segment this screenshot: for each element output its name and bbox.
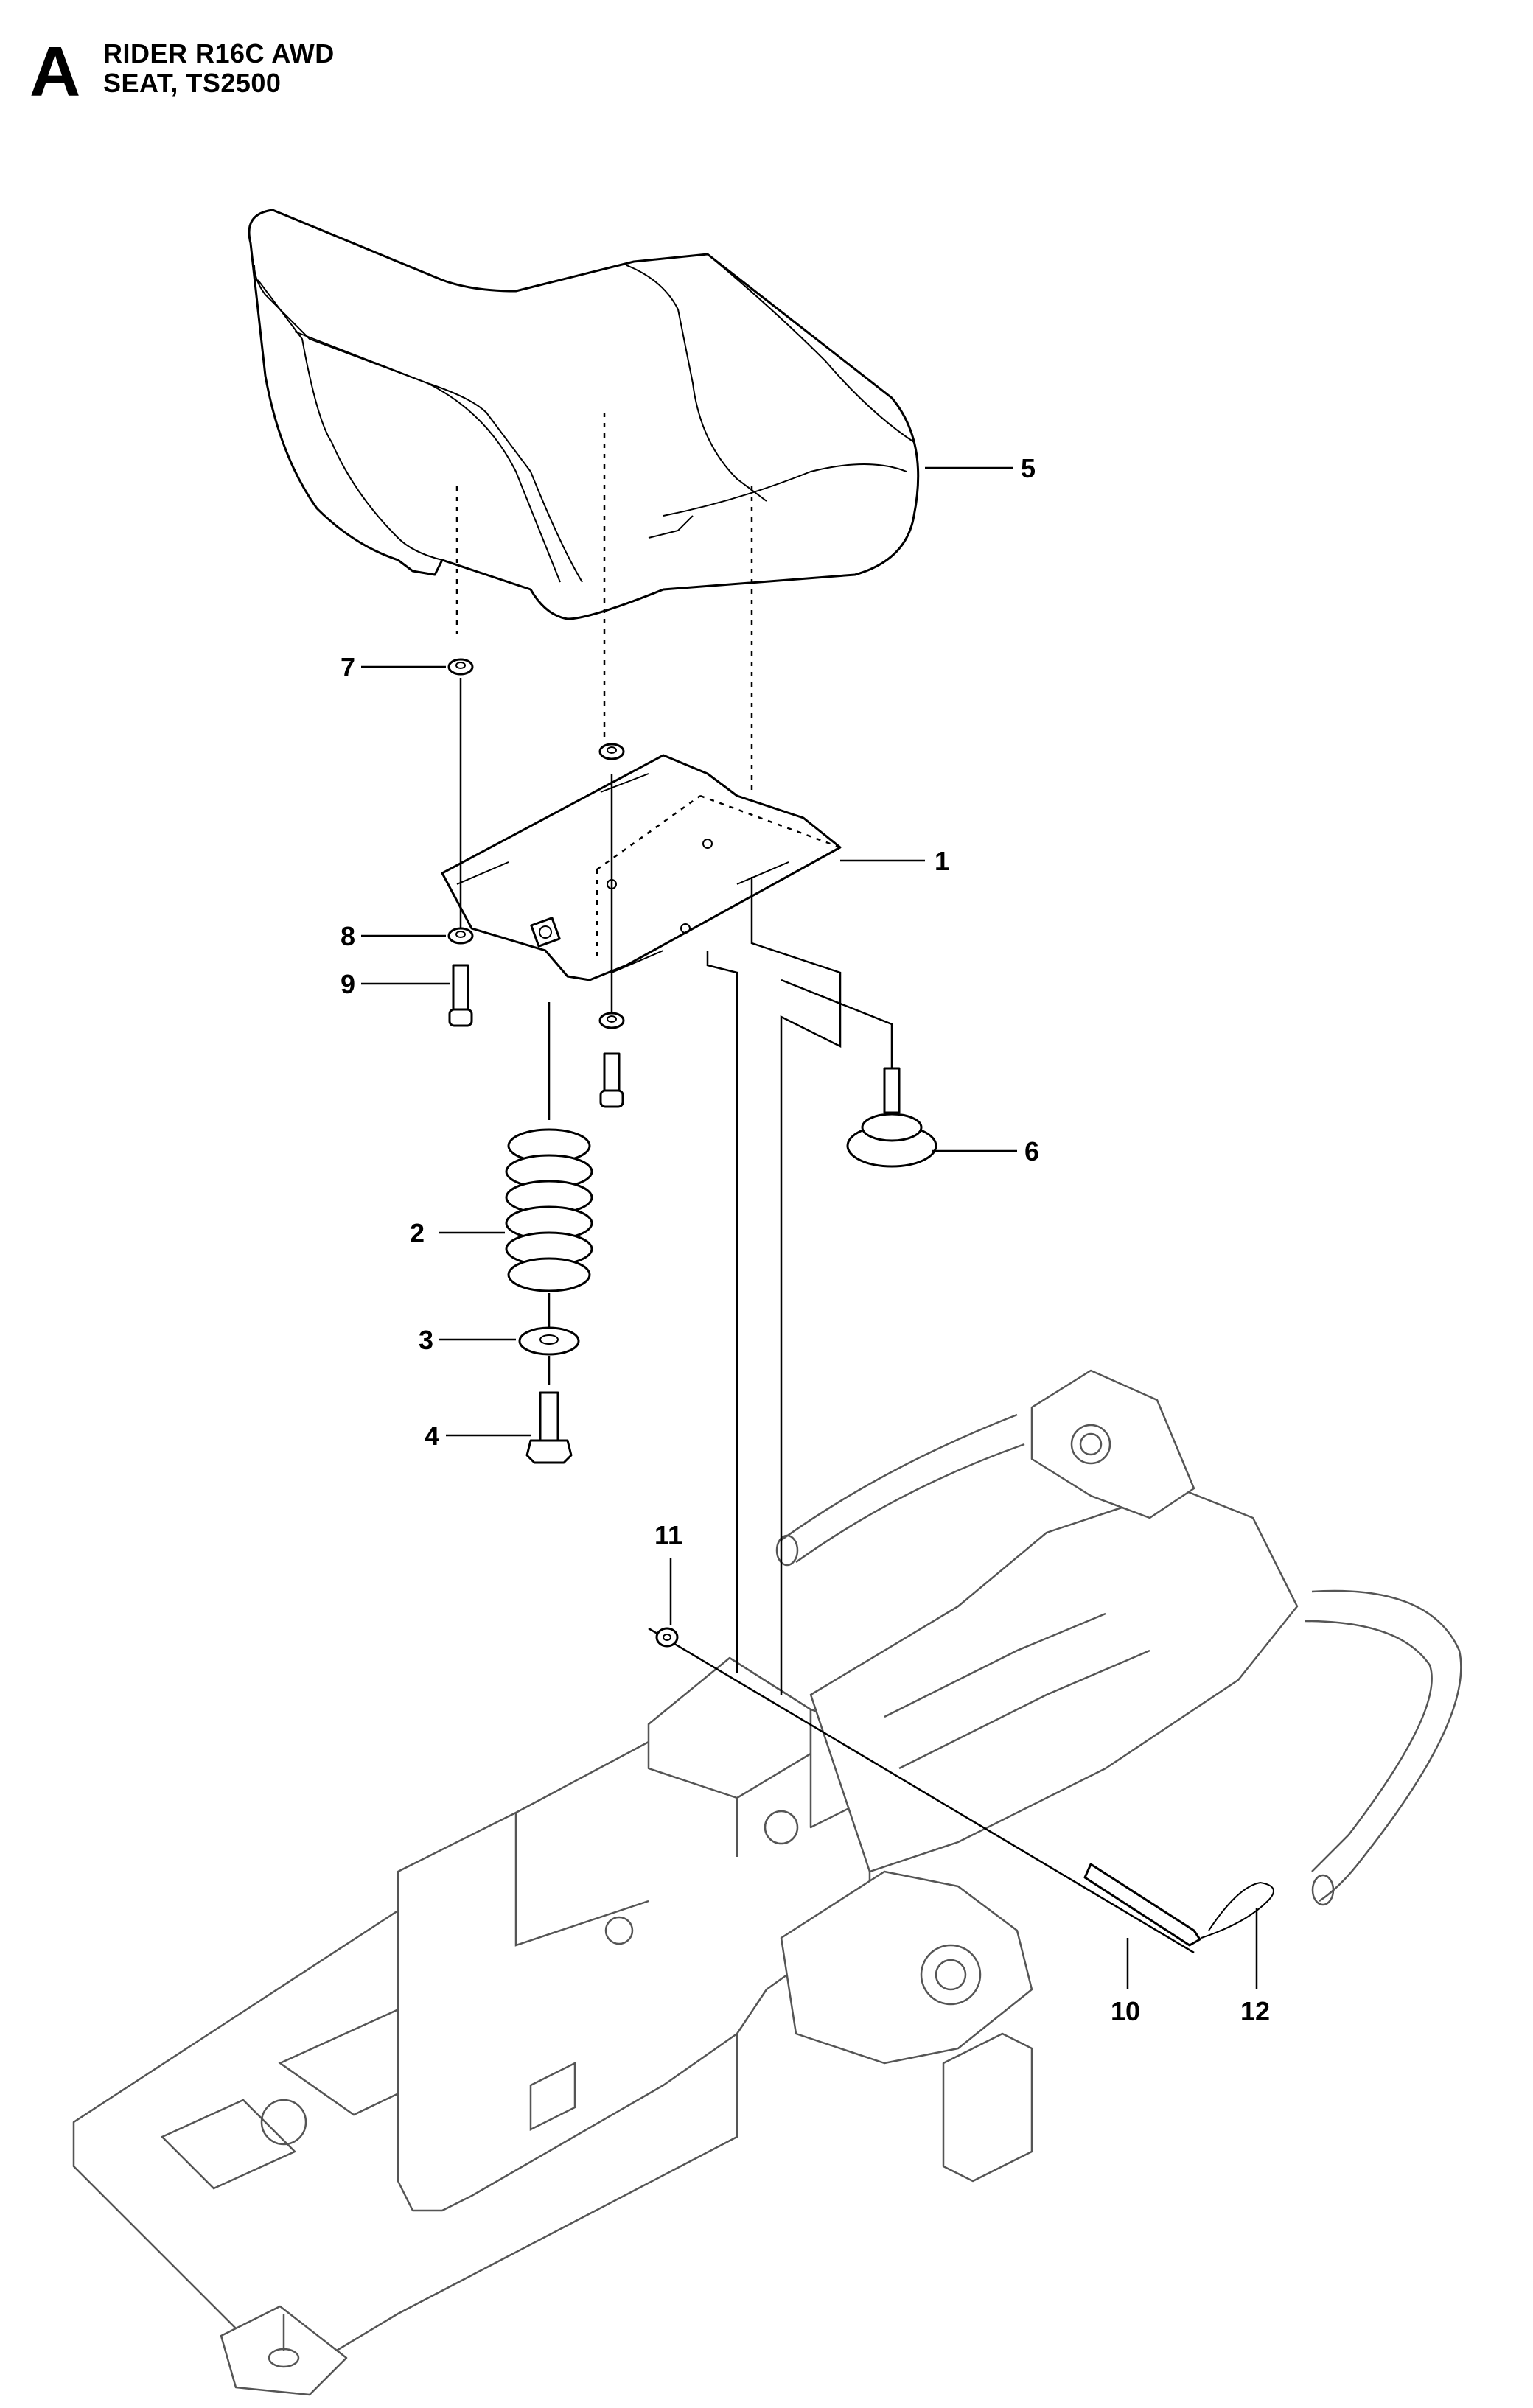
assembly-guide-lines (455, 413, 841, 958)
section-letter: A (29, 32, 81, 111)
coil-spring (505, 1128, 593, 1292)
model-title: RIDER R16C AWD (103, 38, 335, 69)
callout-6: 6 (1024, 1136, 1039, 1166)
callout-11: 11 (654, 1520, 682, 1550)
callout-9: 9 (341, 969, 355, 999)
chassis-frame (72, 1369, 1462, 2396)
callout-3: 3 (419, 1325, 433, 1355)
callout-2: 2 (410, 1218, 425, 1248)
callout-leaders (361, 466, 1258, 1989)
callout-8: 8 (341, 921, 355, 951)
seat-cushion (248, 209, 920, 620)
diagram-header: A RIDER R16C AWD SEAT, TS2500 (29, 37, 545, 125)
callout-7: 7 (341, 652, 355, 682)
callout-1: 1 (935, 846, 949, 876)
callout-labels: 5 1 6 7 8 9 2 3 4 11 10 12 (341, 453, 1270, 2026)
seat-mounting-plate (441, 754, 842, 981)
assembly-lines (459, 678, 1195, 1954)
callout-12: 12 (1240, 1996, 1270, 2026)
callout-10: 10 (1111, 1996, 1140, 2026)
callout-4: 4 (425, 1421, 439, 1451)
assembly-title: SEAT, TS2500 (103, 68, 282, 98)
hardware (447, 658, 1274, 1947)
callout-5: 5 (1021, 453, 1036, 483)
